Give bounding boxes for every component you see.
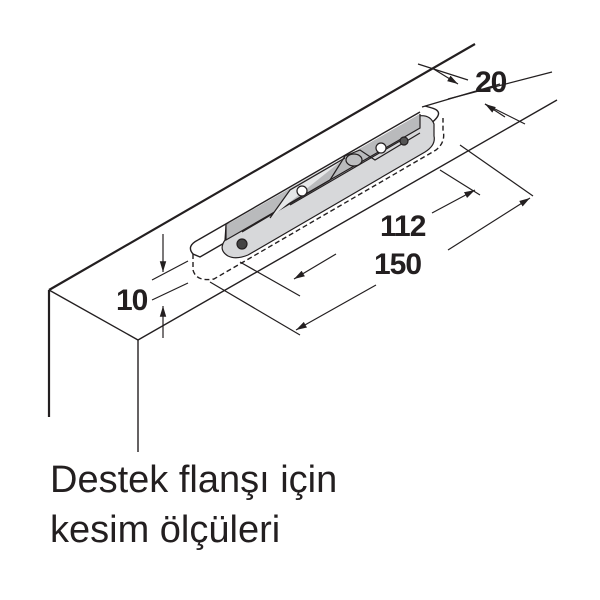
support-flange-fitting <box>221 114 435 259</box>
dimension-label-20: 20 <box>475 66 507 99</box>
caption: Destek flanşı için kesim ölçüleri <box>50 455 337 555</box>
caption-line-1: Destek flanşı için <box>50 459 338 501</box>
dimension-lengths <box>209 144 534 336</box>
panel-outline <box>47 43 558 452</box>
dimension-label-150: 150 <box>374 248 422 281</box>
dimension-label-10: 10 <box>116 284 148 317</box>
dimension-20 <box>417 63 553 125</box>
caption-line-2: kesim ölçüleri <box>50 509 281 551</box>
dimension-10 <box>151 234 189 338</box>
dimension-label-112: 112 <box>380 210 426 243</box>
